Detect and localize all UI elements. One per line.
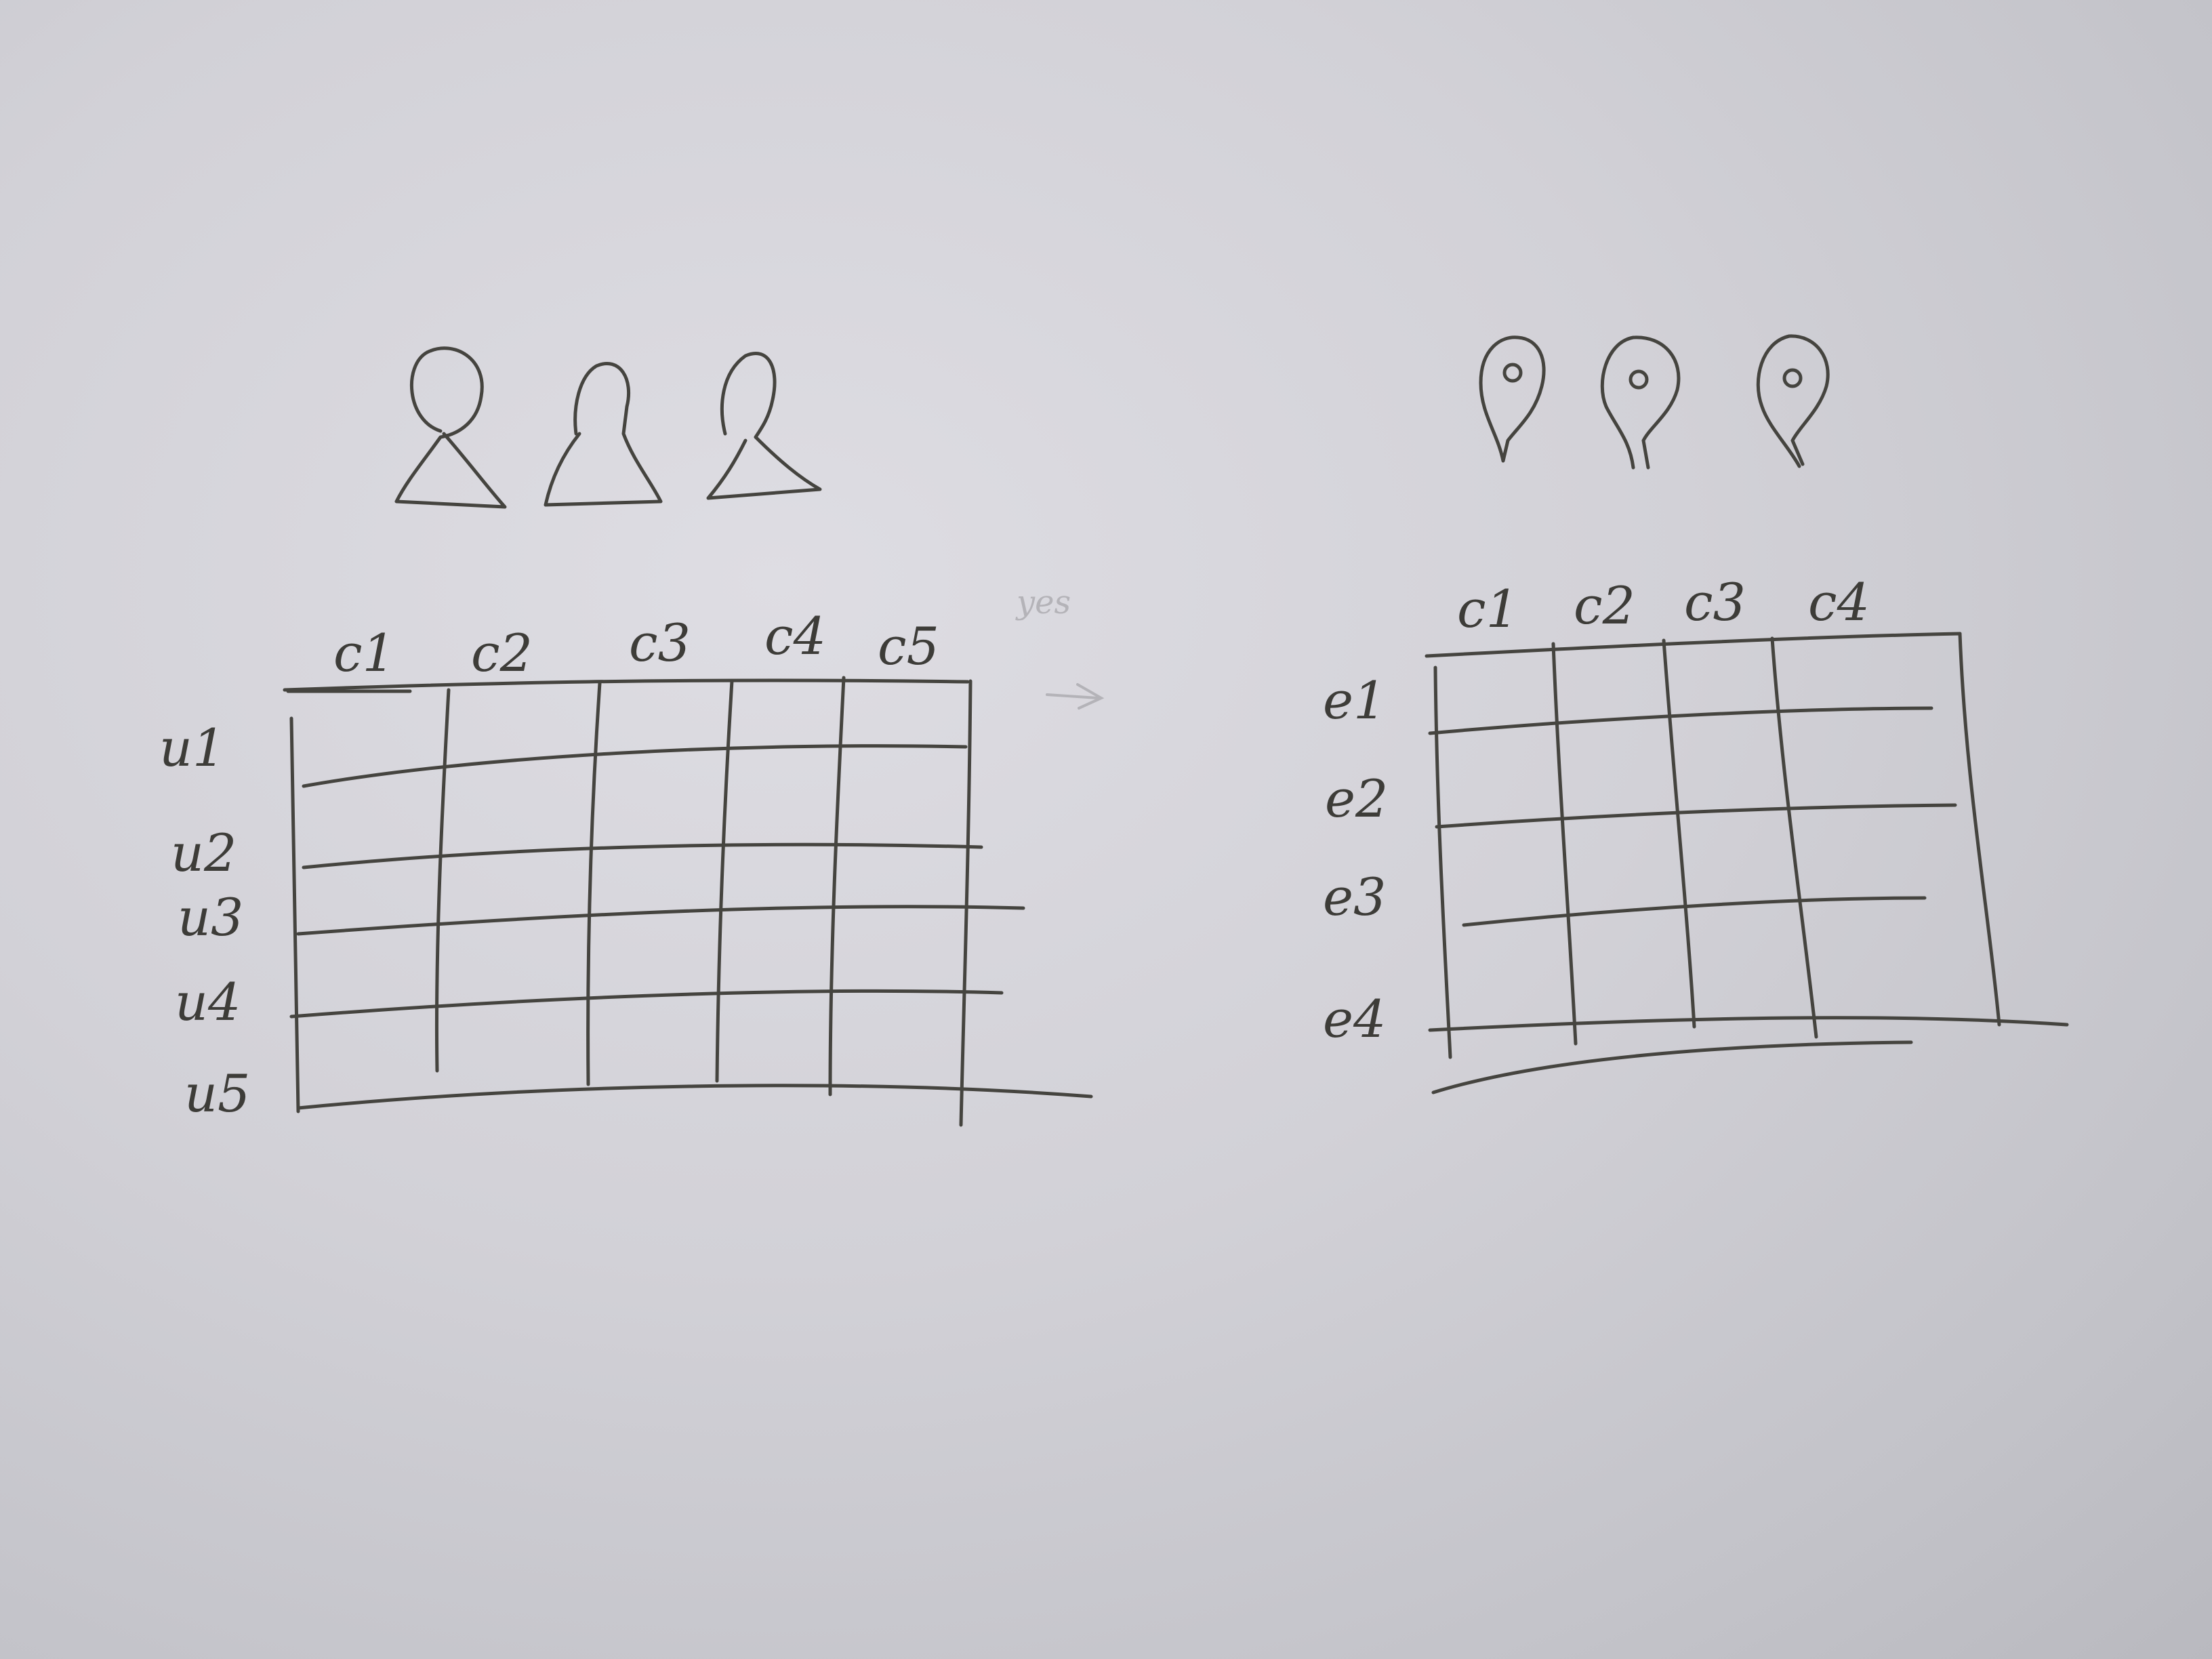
grid-line (1551, 642, 1578, 1046)
left-column-labels: c1 c2 c3 c4 c5 (333, 606, 939, 683)
location-pin-icons (1479, 334, 1830, 470)
right-column-labels: c1 c2 c3 c4 (1457, 572, 1870, 639)
column-label: c4 (764, 606, 826, 666)
grid-line (1462, 896, 1927, 927)
right-matrix-grid (1425, 632, 2069, 1094)
location-pin-icon (1600, 335, 1681, 470)
location-pin-icon (1479, 335, 1546, 463)
person-icon (544, 362, 663, 507)
left-row-labels: u1 u2 u3 u4 u5 (159, 718, 250, 1124)
grid-line (434, 688, 451, 1073)
column-label: c5 (878, 616, 939, 676)
row-label: e2 (1325, 769, 1388, 829)
faint-text: yes (1015, 583, 1071, 621)
right-row-labels: e1 e2 e3 e4 (1323, 670, 1388, 1049)
row-label: e4 (1323, 989, 1386, 1049)
left-matrix-grid (283, 676, 1093, 1127)
grid-line (1662, 638, 1696, 1029)
person-icons (394, 346, 822, 509)
grid-line (1428, 1016, 2069, 1032)
grid-line (283, 678, 970, 692)
column-label: c1 (1457, 579, 1519, 639)
grid-line (302, 842, 983, 869)
grid-line (1770, 636, 1818, 1039)
grid-line (1958, 632, 2001, 1027)
grid-line (302, 744, 968, 788)
row-label: e3 (1323, 867, 1386, 927)
location-pin-icon (1756, 334, 1830, 468)
column-label: c1 (333, 623, 395, 683)
faint-arrow-icon (1046, 683, 1105, 710)
grid-line (1433, 665, 1452, 1059)
grid-line (296, 1084, 1093, 1110)
grid-line (1435, 803, 1957, 829)
grid-line (289, 716, 300, 1113)
grid-line (289, 989, 1004, 1019)
person-icon (706, 351, 822, 500)
row-label: u1 (159, 718, 225, 778)
grid-line (1428, 706, 1933, 735)
row-label: u2 (171, 823, 237, 883)
grid-line (1425, 632, 1962, 658)
column-label: c3 (629, 613, 691, 673)
grid-line (715, 679, 734, 1083)
grid-line (296, 905, 1025, 936)
column-label: c3 (1684, 572, 1746, 632)
grid-line (959, 679, 972, 1127)
row-label: u3 (178, 887, 243, 947)
row-label: u5 (184, 1063, 250, 1124)
column-label: c2 (1574, 575, 1635, 636)
grid-line (586, 681, 602, 1086)
grid-line (828, 676, 846, 1097)
column-label: c2 (471, 623, 533, 683)
row-label: u4 (175, 972, 241, 1032)
grid-line (1431, 1040, 1913, 1094)
row-label: e1 (1323, 670, 1386, 731)
person-icon (394, 346, 507, 509)
column-label: c4 (1808, 572, 1870, 632)
